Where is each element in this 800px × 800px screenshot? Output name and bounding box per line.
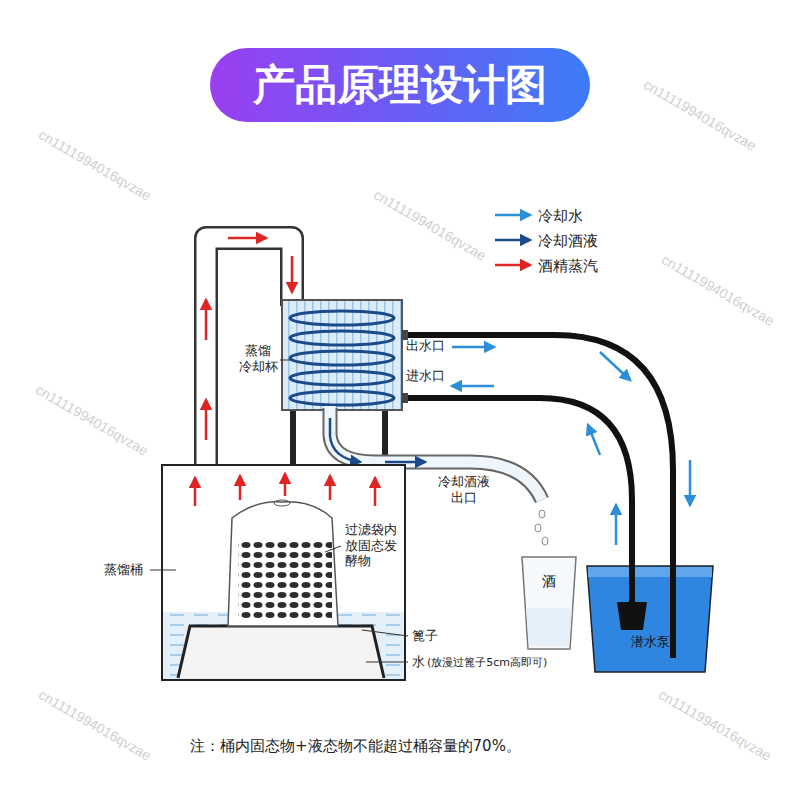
watermark: cn1111994016qvzae — [33, 381, 151, 458]
watermark: cn1111994016qvzae — [656, 686, 774, 763]
node-text: 酒 — [520, 573, 578, 590]
port-label: 出水口 — [406, 338, 445, 354]
note: 注：桶内固态物+液态物不能超过桶容量的70%。 — [190, 737, 521, 755]
liquor-glass: 酒 — [520, 555, 578, 651]
watermark: cn1111994016qvzae — [36, 686, 154, 763]
watermark: cn1111994016qvzae — [659, 251, 777, 328]
watermark: cn1111994016qvzae — [36, 126, 154, 203]
distillation-barrel — [162, 465, 405, 680]
cooling-cup — [282, 300, 408, 410]
part-label: 水 — [412, 654, 425, 670]
liquor-glass-shape — [520, 555, 578, 651]
title: 产品原理设计图 — [253, 57, 547, 113]
outlet-label: 冷却酒液 出口 — [432, 474, 496, 505]
legend-text: 酒精蒸汽 — [538, 257, 598, 275]
node-text: 潜水泵 — [585, 634, 715, 650]
part-label: 篦子 — [412, 628, 438, 644]
watermark: cn1111994016qvzae — [641, 76, 759, 153]
water-bucket-shape — [585, 562, 715, 674]
title-pill: 产品原理设计图 — [210, 48, 590, 122]
legend-arrows — [495, 215, 530, 265]
watermark: cn1111994016qvzae — [371, 186, 489, 263]
note-label: (放漫过篦子5cm高即可) — [427, 656, 547, 669]
part-label: 蒸馏桶 — [104, 562, 143, 578]
cooling-water-pipes — [408, 335, 690, 566]
port-label: 进水口 — [406, 368, 445, 384]
part-label: 蒸馏 冷却杯 — [236, 343, 280, 374]
legend-text: 冷却水 — [538, 207, 583, 225]
legend-text: 冷却酒液 — [538, 232, 598, 250]
water-bucket: 潜水泵 — [585, 562, 715, 674]
part-label: 过滤袋内 放固态发 酵物 — [345, 522, 401, 569]
leader-lines — [150, 360, 408, 662]
support-leg — [290, 410, 296, 466]
vapor-pipe — [206, 238, 292, 470]
